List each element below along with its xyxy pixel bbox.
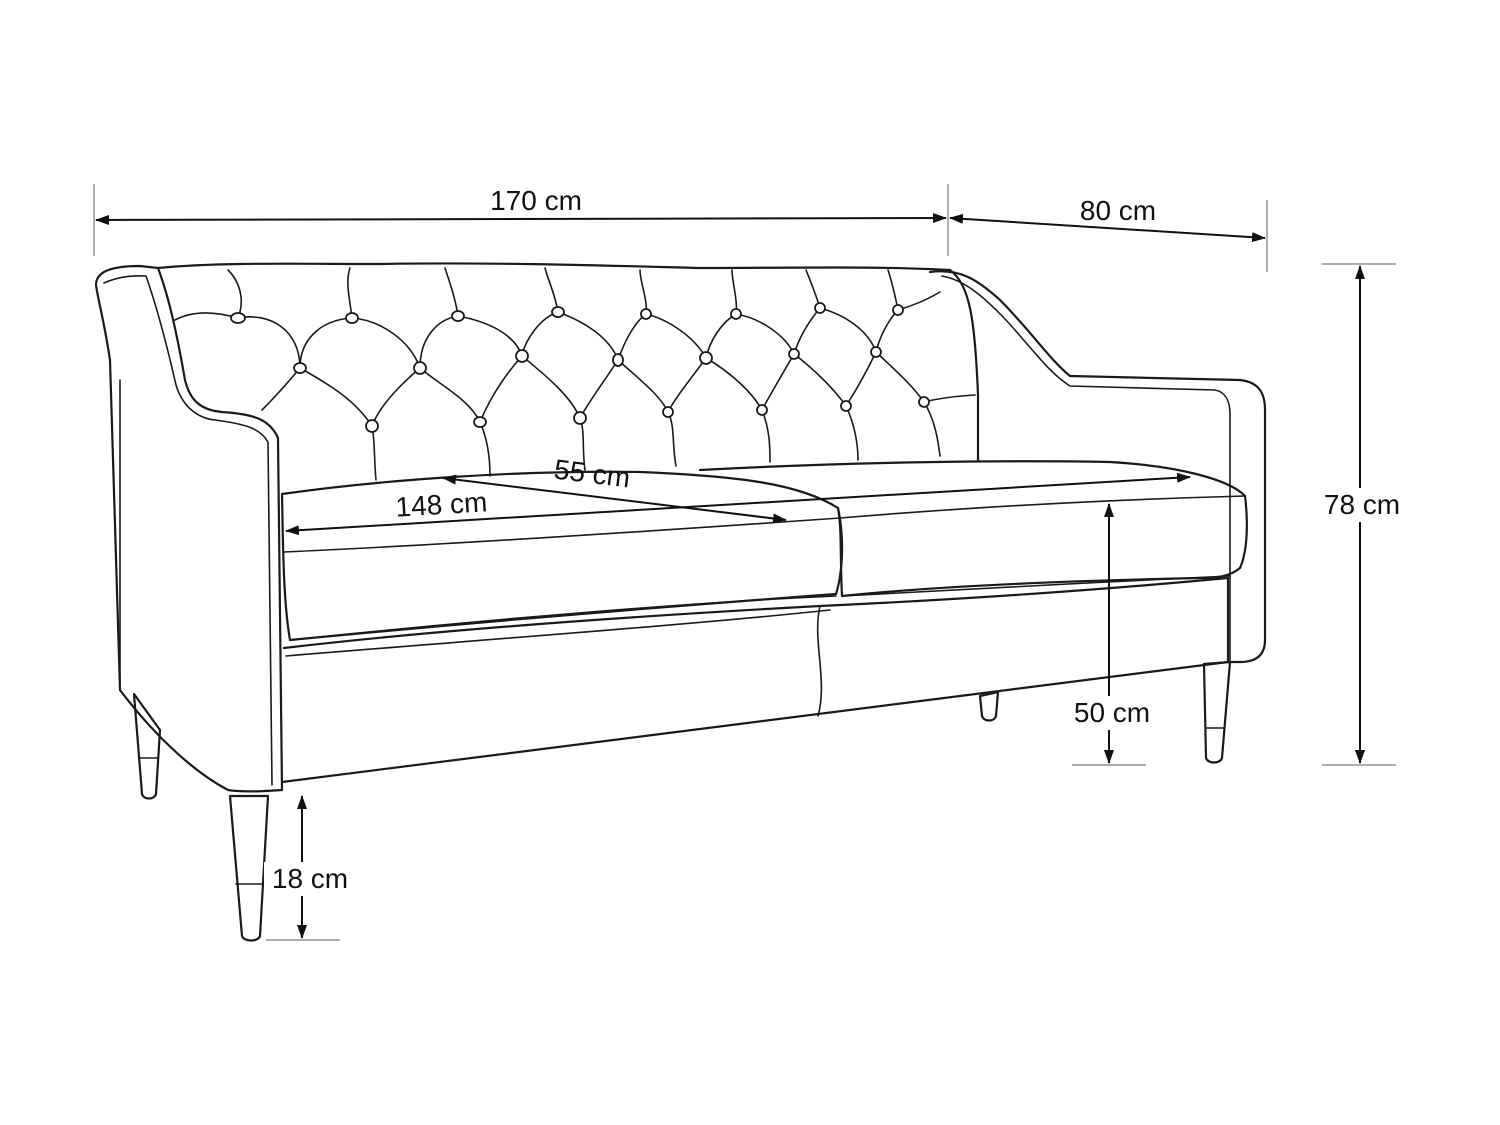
label-leg-height: 18 cm bbox=[272, 863, 348, 894]
dimension-line-width bbox=[95, 213, 947, 225]
tufting-buttons bbox=[230, 302, 930, 433]
dimension-annotations: 170 cm 80 cm 78 cm 50 cm 18 cm 148 cm 55… bbox=[93, 184, 1408, 941]
label-depth-total: 80 cm bbox=[1080, 195, 1156, 226]
backrest-tufting bbox=[174, 267, 976, 481]
left-arm-inner-welt bbox=[103, 275, 273, 786]
label-seat-depth: 55 cm bbox=[552, 454, 631, 494]
dimension-line-seat-depth bbox=[442, 474, 787, 524]
label-seat-width: 148 cm bbox=[395, 486, 489, 522]
leg-front-left bbox=[228, 794, 270, 942]
seat-cushion-right-bottom-welt bbox=[841, 575, 1231, 597]
dimension-line-depth bbox=[949, 213, 1266, 243]
seat-cushion-right-welt bbox=[839, 495, 1246, 519]
seat-cushion-right bbox=[698, 460, 1248, 598]
seat-cushion-left-welt bbox=[283, 517, 841, 553]
left-arm-outline bbox=[94, 264, 284, 793]
right-arm-outline bbox=[928, 270, 1267, 664]
seat-cushion-left-bottom-welt bbox=[289, 595, 837, 641]
right-arm-inner-welt bbox=[941, 275, 1231, 663]
label-seat-height: 50 cm bbox=[1074, 697, 1150, 728]
leg-front-right bbox=[1202, 660, 1232, 764]
sofa-drawing bbox=[94, 262, 1267, 942]
label-height-total: 78 cm bbox=[1324, 489, 1400, 520]
base-front-rail bbox=[280, 576, 1230, 784]
leg-back-left bbox=[132, 692, 162, 800]
leg-back-right bbox=[978, 690, 1000, 722]
base-top-welt bbox=[285, 609, 831, 657]
sofa-legs bbox=[132, 660, 1232, 942]
label-width-total: 170 cm bbox=[490, 185, 582, 216]
base-front-seam bbox=[816, 605, 823, 717]
